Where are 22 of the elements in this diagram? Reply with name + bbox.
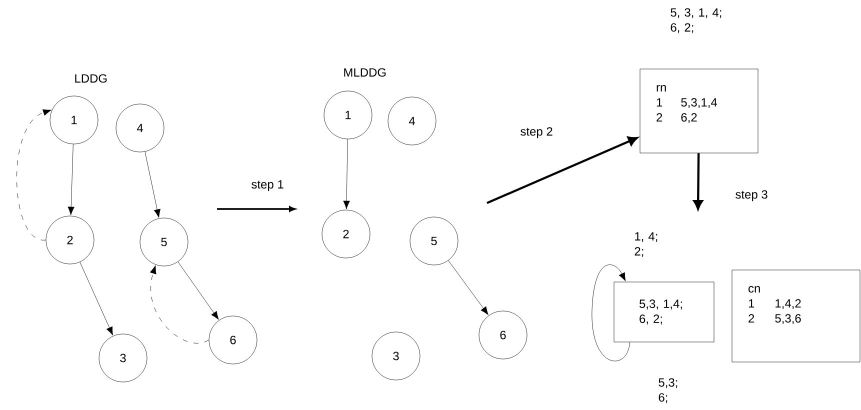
sequence-box: 5,3, 1,4; 6, 2; xyxy=(614,282,714,342)
arrow xyxy=(592,264,630,362)
arrow xyxy=(343,139,350,210)
text-label: 5, 3, 1, 4; 6, 2; xyxy=(670,8,722,34)
table-box: rn 1 5,3,1,4 2 6,2 xyxy=(640,68,758,154)
arrow xyxy=(68,144,74,216)
arrow xyxy=(178,262,219,320)
edge-label: step 3 xyxy=(734,189,769,202)
text-label: step 1 xyxy=(252,180,284,191)
arrow xyxy=(693,153,703,210)
table-box: cn 1 1,4,2 2 5,3,6 xyxy=(732,270,860,362)
edge-label: step 2 xyxy=(519,126,554,140)
text-label: MLDDG xyxy=(344,68,386,77)
text-label: 5,3; 6; xyxy=(658,378,678,404)
arrow xyxy=(150,265,209,344)
arrow xyxy=(80,262,113,336)
arrow xyxy=(448,260,488,316)
text-label: 1, 4; 2; xyxy=(634,232,658,257)
arrow xyxy=(486,136,638,204)
text-label: LDDG xyxy=(75,74,107,83)
arrow xyxy=(16,109,52,240)
arrow xyxy=(144,151,160,218)
